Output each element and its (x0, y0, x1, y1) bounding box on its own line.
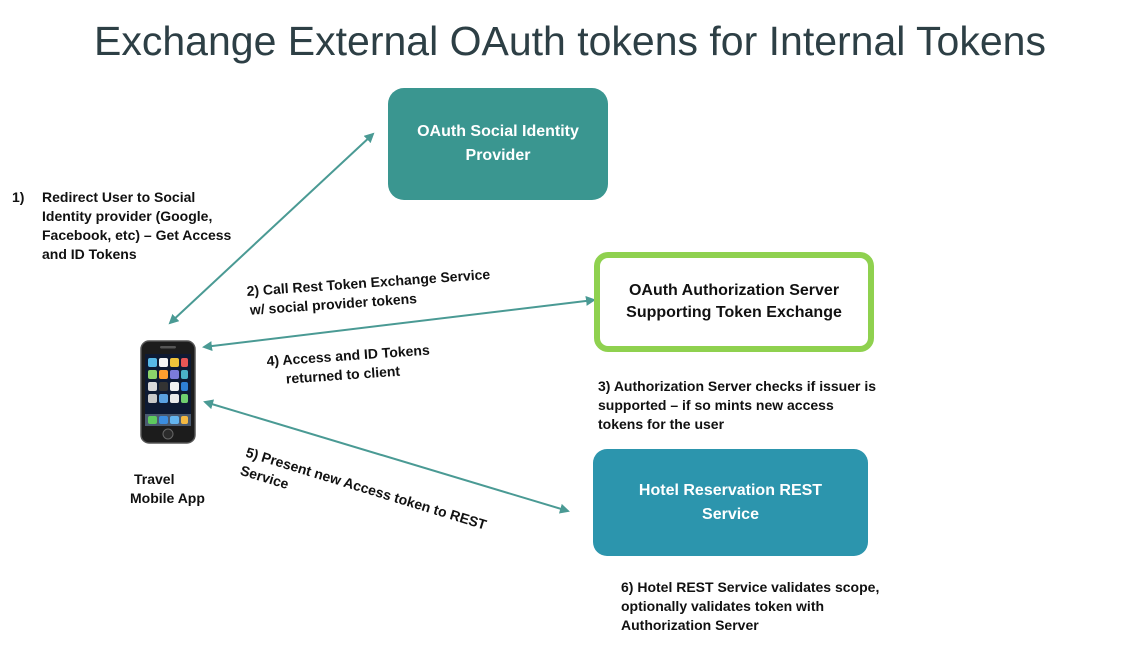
step1-line: Identity provider (Google, (42, 208, 213, 224)
social-provider-label-line: OAuth Social Identity (417, 123, 579, 140)
hotel-service-box: Hotel Reservation REST Service (593, 449, 868, 556)
auth-server-box: OAuth Authorization Server Supporting To… (594, 252, 874, 352)
smartphone-icon (140, 340, 196, 444)
client-app-label-line: Travel (134, 471, 175, 487)
social-provider-box: OAuth Social Identity Provider (388, 88, 608, 200)
step3-note: 3) Authorization Server checks if issuer… (598, 377, 876, 434)
arrow-app-to-social-provider (168, 132, 375, 325)
hotel-service-label-line: Hotel Reservation REST (638, 481, 823, 499)
step1-number: 1) (12, 189, 25, 205)
auth-server-label-line: Supporting Token Exchange (626, 304, 842, 321)
arrow-app-to-auth-server (202, 295, 596, 352)
step6-note: 6) Hotel REST Service validates scope, o… (621, 578, 879, 635)
social-provider-label-line: Provider (465, 147, 531, 164)
step1-line: Facebook, etc) – Get Access (42, 227, 232, 243)
page-title: Exchange External OAuth tokens for Inter… (94, 18, 1046, 64)
step3-line: tokens for the user (598, 416, 725, 432)
step6-line: 6) Hotel REST Service validates scope, (621, 579, 880, 595)
client-app-label-line: Mobile App (130, 490, 205, 506)
step1-line: and ID Tokens (42, 246, 137, 262)
step3-line: 3) Authorization Server checks if issuer… (598, 378, 877, 394)
step6-line: Authorization Server (621, 617, 759, 633)
step3-line: supported – if so mints new access (598, 397, 834, 413)
hotel-service-label-line: Service (702, 505, 759, 523)
step6-line: optionally validates token with (621, 598, 825, 614)
client-app-label: Travel Mobile App (130, 470, 205, 508)
step1-note: Redirect User to Social Identity provide… (42, 188, 231, 264)
step1-line: Redirect User to Social (42, 189, 196, 205)
arrow-app-to-hotel-service (203, 399, 570, 514)
auth-server-label-line: OAuth Authorization Server (628, 282, 840, 299)
